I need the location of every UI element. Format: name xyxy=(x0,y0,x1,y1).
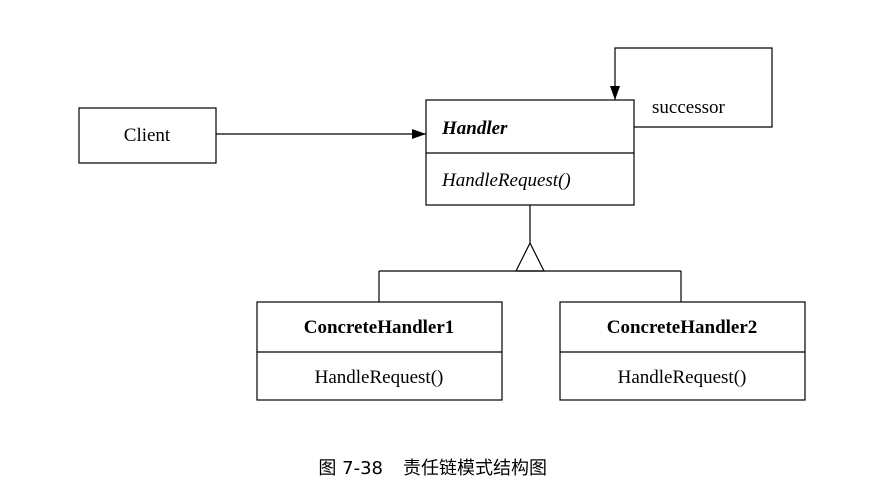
concrete-handler-2-box: ConcreteHandler2 HandleRequest() xyxy=(559,301,806,401)
client-class-name: Client xyxy=(124,125,171,146)
inheritance-connector xyxy=(378,205,682,302)
concrete-handler-1-name: ConcreteHandler1 xyxy=(304,317,455,338)
handler-class-box: Handler HandleRequest() xyxy=(425,99,635,206)
inheritance-triangle xyxy=(515,241,545,272)
handler-operation: HandleRequest() xyxy=(441,170,571,191)
successor-self-link xyxy=(610,47,773,128)
figure-caption: 责任链模式结构图 xyxy=(403,458,547,479)
client-class-box: Client xyxy=(78,107,217,164)
concrete-handler-1-box: ConcreteHandler1 HandleRequest() xyxy=(256,301,503,401)
figure-number: 图 7-38 xyxy=(318,458,383,479)
handler-class-name: Handler xyxy=(441,118,508,139)
concrete-handler-1-operation: HandleRequest() xyxy=(315,367,444,388)
concrete-handler-2-name: ConcreteHandler2 xyxy=(607,317,758,338)
concrete-handler-2-operation: HandleRequest() xyxy=(618,367,747,388)
successor-label: successor xyxy=(652,97,725,118)
